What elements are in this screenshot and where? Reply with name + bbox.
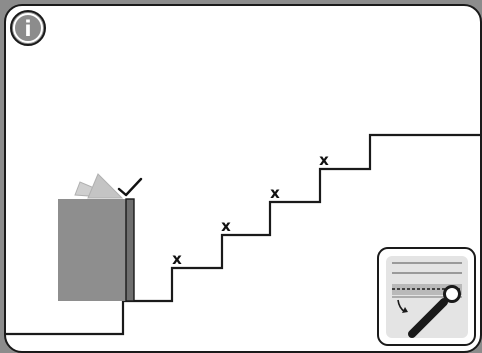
folded-document-icon [58, 173, 143, 302]
scraper-tool-button[interactable] [377, 247, 476, 346]
step-mark-4: x [319, 151, 329, 169]
step-mark-1: x [172, 250, 182, 268]
checkmark-icon [117, 177, 143, 197]
scraper-tool-icon [392, 262, 462, 338]
document-cover [58, 199, 128, 301]
info-button[interactable]: i [10, 10, 46, 46]
document-spine [125, 198, 135, 302]
step-mark-2: x [221, 217, 231, 235]
info-icon-ring [13, 13, 43, 43]
info-icon-glyph: i [24, 17, 31, 41]
step-mark-3: x [270, 184, 280, 202]
document-page-front [87, 173, 124, 199]
info-icon [10, 10, 46, 46]
